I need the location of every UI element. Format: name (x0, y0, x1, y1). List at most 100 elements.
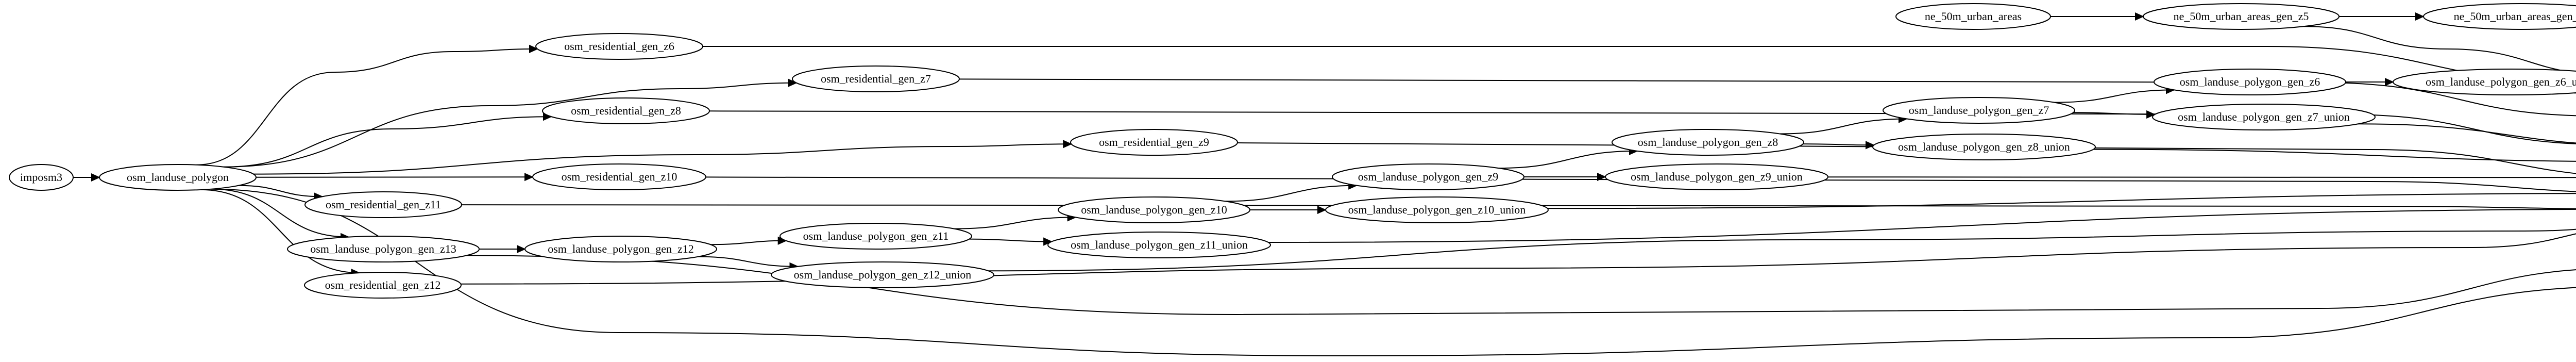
edge-osm_residential_gen_z11-to-layer_landuse-z11 (461, 204, 2576, 209)
node-label-osm_residential_gen_z12: osm_residential_gen_z12 (325, 278, 441, 291)
node-label-osm_residential_gen_z9: osm_residential_gen_z9 (1099, 136, 1209, 149)
node-label-osm_landuse_polygon_gen_z8: osm_landuse_polygon_gen_z8 (1638, 136, 1778, 149)
node-ellipse-osm_residential_gen_z10 (532, 163, 706, 190)
graph-node-imposm3: imposm3 (9, 164, 74, 191)
node-label-osm_landuse_polygon_gen_z7_union: osm_landuse_polygon_gen_z7_union (2178, 110, 2350, 123)
node-label-osm_landuse_polygon_gen_z12_union: osm_landuse_polygon_gen_z12_union (794, 268, 972, 281)
node-label-osm_landuse_polygon_gen_z10_union: osm_landuse_polygon_gen_z10_union (1348, 203, 1526, 216)
edge-osm_landuse_polygon_gen_z12-to-osm_landuse_polygon_gen_z12_union (698, 256, 799, 271)
node-ellipse-ne_50m_urban_areas (1895, 3, 2051, 30)
edge-osm_landuse_polygon_gen_z11_union-to-layer_landuse-z11 (1268, 208, 2576, 243)
node-label-osm_landuse_polygon_gen_z11_union: osm_landuse_polygon_gen_z11_union (1071, 238, 1248, 251)
edge-osm_landuse_polygon_gen_z12-to-osm_landuse_polygon_gen_z11 (710, 236, 787, 245)
node-ellipse-osm_landuse_polygon_gen_z9 (1332, 163, 1524, 190)
nodes-layer: imposm3 osm_landuse_polygon osm_residentia… (9, 3, 2576, 299)
node-label-osm_residential_gen_z6: osm_residential_gen_z6 (564, 40, 674, 53)
graph-node-osm_landuse_polygon_gen_z8_union: osm_landuse_polygon_gen_z8_union (1872, 134, 2096, 160)
node-ellipse-osm_landuse_polygon_gen_z7 (1883, 97, 2075, 124)
node-ellipse-osm_landuse_polygon_gen_z8_union (1872, 134, 2096, 160)
graph-node-osm_landuse_polygon_gen_z6_union: osm_landuse_polygon_gen_z6_union (2393, 69, 2576, 95)
node-label-ne_50m_urban_areas_gen_z4: ne_50m_urban_areas_gen_z4 (2454, 10, 2576, 23)
graph-node-ne_50m_urban_areas_gen_z5: ne_50m_urban_areas_gen_z5 (2143, 3, 2340, 30)
edge-osm_landuse_polygon-to-osm_landuse_polygon_gen_z13 (211, 188, 350, 241)
edge-osm_landuse_polygon_gen_z8-to-osm_landuse_polygon_gen_z7 (1780, 114, 1908, 135)
node-label-osm_landuse_polygon_gen_z11: osm_landuse_polygon_gen_z11 (803, 229, 949, 242)
edge-osm_landuse_polygon_gen_z10_union-to-layer_landuse-z10 (1547, 193, 2576, 209)
node-label-osm_landuse_polygon_gen_z9_union: osm_landuse_polygon_gen_z9_union (1631, 170, 1803, 183)
node-ellipse-osm_landuse_polygon_gen_z11_union (1047, 232, 1271, 258)
node-label-osm_residential_gen_z10: osm_residential_gen_z10 (562, 170, 677, 183)
node-ellipse-osm_landuse_polygon (99, 164, 257, 191)
graph-node-osm_landuse_polygon_gen_z6: osm_landuse_polygon_gen_z6 (2154, 69, 2346, 95)
edge-osm_landuse_polygon-to-osm_residential_gen_z8 (224, 112, 552, 168)
graph-node-osm_landuse_polygon_gen_z9: osm_landuse_polygon_gen_z9 (1332, 163, 1524, 190)
graph-node-osm_landuse_polygon_gen_z7_union: osm_landuse_polygon_gen_z7_union (2152, 104, 2376, 130)
edge-osm_landuse_polygon_gen_z11-to-osm_landuse_polygon_gen_z10 (954, 213, 1077, 229)
graph-node-osm_residential_gen_z8: osm_residential_gen_z8 (542, 97, 710, 124)
graph-node-osm_landuse_polygon_gen_z7: osm_landuse_polygon_gen_z7 (1883, 97, 2075, 124)
edge-osm_landuse_polygon-to-osm_residential_gen_z12 (201, 189, 361, 277)
graph-node-osm_residential_gen_z6: osm_residential_gen_z6 (535, 33, 703, 60)
node-ellipse-osm_landuse_polygon_gen_z6_union (2393, 69, 2576, 95)
edge-osm_landuse_polygon-to-osm_residential_gen_z9 (253, 140, 1073, 175)
node-ellipse-ne_50m_urban_areas_gen_z4 (2423, 3, 2576, 30)
edge-osm_landuse_polygon_gen_z8_union-to-layer_landuse-z8 (2093, 149, 2576, 162)
node-label-osm_landuse_polygon_gen_z6_union: osm_landuse_polygon_gen_z6_union (2426, 75, 2576, 88)
node-label-osm_landuse_polygon_gen_z13: osm_landuse_polygon_gen_z13 (310, 242, 456, 255)
node-ellipse-osm_landuse_polygon_gen_z7_union (2152, 104, 2376, 130)
node-label-osm_landuse_polygon: osm_landuse_polygon (127, 171, 229, 184)
graph-node-ne_50m_urban_areas_gen_z4: ne_50m_urban_areas_gen_z4 (2423, 3, 2576, 30)
graph-node-ne_50m_urban_areas: ne_50m_urban_areas (1895, 3, 2051, 30)
edge-osm_landuse_polygon_gen_z7-to-osm_landuse_polygon_gen_z7_union (2073, 110, 2156, 119)
graph-node-osm_residential_gen_z9: osm_residential_gen_z9 (1070, 129, 1238, 156)
graph-node-osm_landuse_polygon_gen_z12_union: osm_landuse_polygon_gen_z12_union (771, 261, 994, 288)
graph-node-osm_landuse_polygon_gen_z10_union: osm_landuse_polygon_gen_z10_union (1325, 196, 1549, 223)
graph-node-osm_landuse_polygon_gen_z9_union: osm_landuse_polygon_gen_z9_union (1605, 163, 1828, 190)
node-label-osm_landuse_polygon_gen_z8_union: osm_landuse_polygon_gen_z8_union (1898, 140, 2070, 153)
graph-node-osm_landuse_polygon_gen_z10: osm_landuse_polygon_gen_z10 (1058, 196, 1250, 223)
node-label-osm_residential_gen_z8: osm_residential_gen_z8 (571, 104, 681, 117)
node-ellipse-osm_landuse_polygon_gen_z12 (524, 236, 717, 262)
edge-osm_landuse_polygon_gen_z6_union-to-layer_landuse-z6 (2574, 92, 2576, 94)
node-ellipse-osm_landuse_polygon_gen_z10_union (1325, 196, 1549, 223)
edges-layer (73, 12, 2576, 357)
node-label-osm_residential_gen_z11: osm_residential_gen_z11 (326, 198, 441, 211)
graph-node-osm_landuse_polygon_gen_z13: osm_landuse_polygon_gen_z13 (287, 236, 480, 262)
node-label-osm_landuse_polygon_gen_z7: osm_landuse_polygon_gen_z7 (1909, 104, 2049, 117)
edge-osm_landuse_polygon-to-osm_residential_gen_z11 (239, 185, 324, 201)
graph-node-osm_residential_gen_z10: osm_residential_gen_z10 (532, 163, 706, 190)
node-ellipse-osm_residential_gen_z9 (1070, 129, 1238, 156)
graph-node-osm_residential_gen_z7: osm_residential_gen_z7 (792, 65, 960, 92)
edge-osm_landuse_polygon_gen_z7_union-to-layer_landuse-z7 (2358, 123, 2576, 144)
node-label-osm_landuse_polygon_gen_z9: osm_landuse_polygon_gen_z9 (1358, 170, 1499, 183)
edge-osm_landuse_polygon-to-osm_residential_gen_z7 (223, 78, 798, 168)
node-ellipse-osm_landuse_polygon_gen_z10 (1058, 196, 1250, 223)
node-ellipse-osm_residential_gen_z11 (304, 191, 462, 218)
node-ellipse-osm_landuse_polygon_gen_z13 (287, 236, 480, 262)
edge-ne_50m_urban_areas_gen_z5-to-layer_landuse-z5 (2303, 26, 2576, 73)
edge-osm_landuse_polygon_gen_z8-to-osm_landuse_polygon_gen_z8_union (1803, 141, 1875, 150)
edge-osm_landuse_polygon_gen_z7-to-osm_landuse_polygon_gen_z6 (2054, 86, 2175, 103)
edge-osm_landuse_polygon-to-layer_landuse-z14+ (211, 188, 2576, 357)
node-ellipse-osm_residential_gen_z6 (535, 33, 703, 60)
node-label-osm_landuse_polygon_gen_z12: osm_landuse_polygon_gen_z12 (548, 242, 694, 255)
graph-node-osm_landuse_polygon_gen_z8: osm_landuse_polygon_gen_z8 (1612, 129, 1804, 156)
node-label-ne_50m_urban_areas: ne_50m_urban_areas (1925, 10, 2022, 23)
graph-node-osm_landuse_polygon: osm_landuse_polygon (99, 164, 257, 191)
node-ellipse-osm_landuse_polygon_gen_z6 (2154, 69, 2346, 95)
node-ellipse-osm_landuse_polygon_gen_z12_union (771, 261, 994, 288)
node-ellipse-ne_50m_urban_areas_gen_z5 (2143, 3, 2340, 30)
node-ellipse-osm_residential_gen_z8 (542, 97, 710, 124)
node-label-osm_residential_gen_z7: osm_residential_gen_z7 (821, 72, 931, 85)
node-label-ne_50m_urban_areas_gen_z5: ne_50m_urban_areas_gen_z5 (2174, 10, 2309, 23)
edge-osm_residential_gen_z6-to-layer_landuse-z6 (703, 45, 2576, 83)
edge-osm_landuse_polygon_gen_z12_union-to-layer_landuse-z12 (988, 228, 2576, 272)
node-ellipse-osm_residential_gen_z7 (792, 65, 960, 92)
graph-node-osm_landuse_polygon_gen_z12: osm_landuse_polygon_gen_z12 (524, 236, 717, 262)
node-label-imposm3: imposm3 (20, 171, 62, 184)
edge-osm_landuse_polygon_gen_z10-to-osm_landuse_polygon_gen_z9 (1225, 181, 1358, 202)
node-ellipse-osm_landuse_polygon_gen_z9_union (1605, 163, 1828, 190)
node-ellipse-osm_residential_gen_z12 (304, 272, 462, 299)
